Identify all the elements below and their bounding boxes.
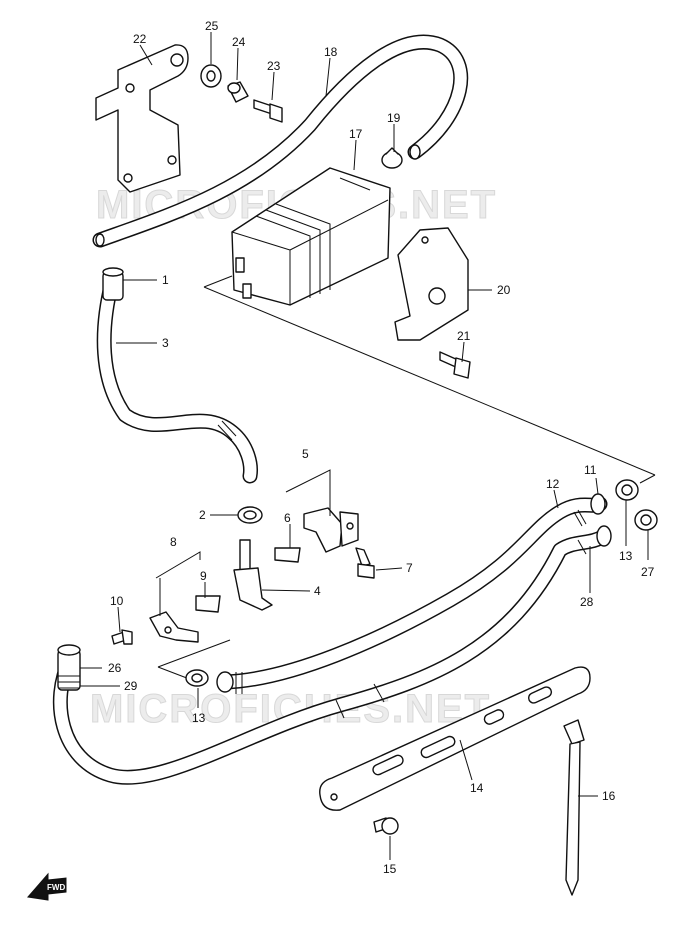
callout-19: 19 [387, 111, 401, 125]
callout-15: 15 [383, 862, 397, 876]
callout-18: 18 [324, 45, 338, 59]
callout-2: 2 [199, 508, 206, 522]
hose-18 [92, 34, 469, 248]
clamp-8 [149, 611, 199, 643]
callout-20: 20 [497, 283, 511, 297]
valve-4 [233, 539, 273, 611]
callout-13-right: 13 [619, 549, 633, 563]
callout-7: 7 [406, 561, 413, 575]
callout-4: 4 [314, 584, 321, 598]
clamp-2 [237, 506, 263, 524]
screw-15 [373, 817, 399, 835]
callout-labels: 22 25 24 23 18 19 17 20 21 1 3 2 4 5 6 7… [108, 19, 655, 876]
bolt-21 [439, 351, 471, 379]
bracket-22 [95, 44, 189, 193]
callout-24: 24 [232, 35, 246, 49]
callout-12: 12 [546, 477, 560, 491]
callout-11: 11 [584, 463, 597, 477]
callout-22: 22 [133, 32, 147, 46]
callout-27: 27 [641, 565, 655, 579]
hose-end-11 [573, 493, 606, 527]
pad-9 [195, 595, 221, 613]
callout-21: 21 [457, 329, 471, 343]
clamp-19 [381, 147, 403, 169]
callout-17: 17 [349, 127, 363, 141]
callout-6: 6 [284, 511, 291, 525]
callout-10: 10 [110, 594, 124, 608]
pad-6 [274, 547, 301, 563]
hose-28 [52, 528, 612, 785]
spacer-24 [227, 81, 249, 103]
bolt-7 [355, 547, 375, 579]
bracket-20 [394, 227, 469, 341]
callout-8: 8 [170, 535, 177, 549]
fitting-26 [57, 644, 81, 691]
strap-14 [319, 666, 591, 811]
fitting-1 [102, 267, 124, 301]
clamp-bracket-5 [303, 507, 359, 553]
washer-25 [200, 64, 222, 88]
callout-16: 16 [602, 789, 616, 803]
screw-10 [111, 629, 133, 645]
callout-28: 28 [580, 595, 594, 609]
fwd-label: FWD [47, 883, 65, 892]
clamp-27 [634, 509, 658, 531]
fwd-arrow-icon: FWD [27, 872, 67, 901]
hose-12 [217, 496, 608, 690]
callout-14: 14 [470, 781, 484, 795]
leader-lines [80, 32, 649, 860]
callout-26: 26 [108, 661, 122, 675]
callout-1: 1 [162, 273, 169, 287]
hose-3 [96, 274, 258, 484]
callout-29: 29 [124, 679, 138, 693]
cable-tie-16 [563, 719, 585, 896]
canister-17 [231, 167, 391, 306]
hose-end-28 [577, 525, 612, 555]
callout-23: 23 [267, 59, 281, 73]
assembly-guide-lines [157, 275, 656, 681]
clamp-13-lower [185, 669, 209, 687]
callout-3: 3 [162, 336, 169, 350]
bolt-23 [253, 99, 283, 123]
hose-start [216, 671, 385, 719]
callout-5: 5 [302, 447, 309, 461]
clamp-13-right [615, 479, 639, 501]
watermark-bottom: MICROFICHES.NET [90, 687, 491, 731]
callout-13-lower: 13 [192, 711, 206, 725]
callout-25: 25 [205, 19, 219, 33]
callout-9: 9 [200, 569, 207, 583]
